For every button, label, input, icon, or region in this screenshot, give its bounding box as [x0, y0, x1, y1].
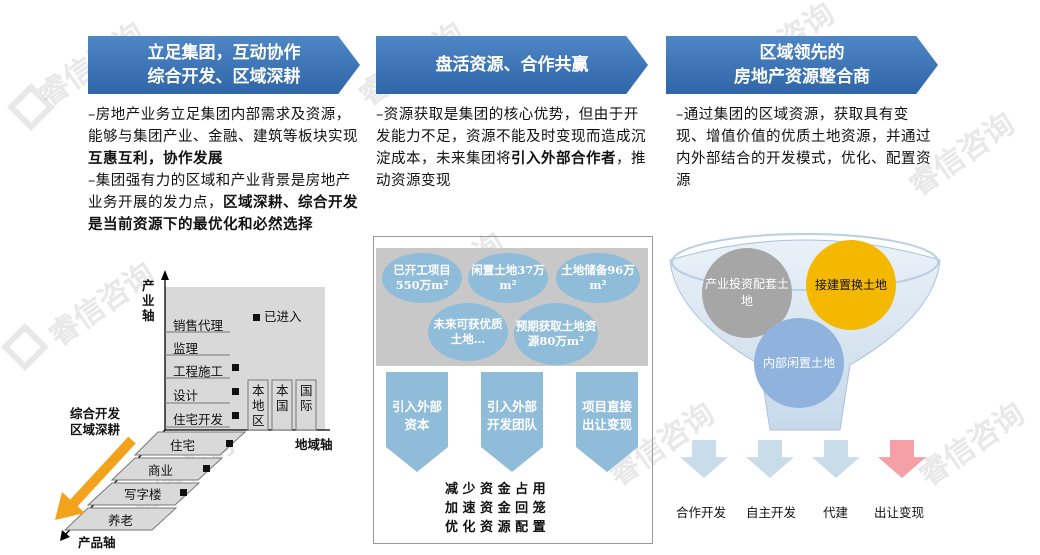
entered-marker-icon: [232, 364, 239, 371]
region-label: 国际: [300, 383, 313, 413]
industry-label: 工程施工: [173, 364, 224, 379]
y-axis-label: 产业轴: [142, 278, 155, 323]
bubble-expected-land: 预期获取土地资源80万m²: [514, 303, 598, 365]
z-axis-label: 产品轴: [78, 535, 116, 550]
industry-label: 住宅开发: [173, 412, 224, 427]
legend-text: 已进入: [263, 309, 302, 324]
benefit-line: 优 化 资 源 配 置: [445, 520, 546, 535]
col3-text: –通过集团的区域资源，获取具有变现、增值价值的优质土地资源，并通过内外部结合的开…: [676, 104, 938, 192]
bubble-future-land: 未来可获优质土地…: [428, 303, 508, 361]
axis-lines: [55, 270, 330, 541]
industry-label: 设计: [173, 388, 199, 403]
outcome-label: 出让变现: [874, 505, 925, 520]
col1-text: –房地产业务立足集团内部需求及资源，能够与集团产业、金融、建筑等板块实现互惠互利…: [88, 104, 363, 236]
legend-marker-icon: [253, 314, 260, 321]
entered-marker-icon: [232, 412, 239, 419]
banner-line: 立足集团，互动协作: [147, 43, 301, 63]
entered-marker-icon: [232, 388, 239, 395]
region-label: 本地区: [252, 383, 265, 428]
product-label: 住宅: [170, 438, 196, 453]
diag-label: 综合开发: [70, 406, 121, 421]
entered-marker-icon: [203, 465, 210, 472]
text-body: –集团强有力的区域和产业背景是房地产业务开展的发力点，: [88, 173, 351, 211]
benefit-line: 加 速 资 金 回 笼: [445, 501, 546, 516]
outcome-label: 代建: [823, 505, 849, 520]
industry-label: 监理: [173, 341, 199, 356]
circle-swap-land: 接建置换土地: [806, 240, 896, 330]
legend: 已进入: [253, 306, 302, 325]
banner-line: 盘活资源、合作共赢: [435, 55, 589, 75]
outcome-label: 合作开发: [676, 505, 727, 520]
text-body: ，推动资源变现: [376, 151, 646, 189]
benefit-line: 减 少 资 金 占 用: [445, 482, 546, 497]
col2-text: –资源获取是集团的核心优势，但由于开发能力不足，资源不能及时变现而造成沉淀成本，…: [376, 104, 648, 192]
text-bold: 区域深耕、综合开发是当前资源下的最优化和必然选择: [88, 194, 358, 233]
banner-line: 房地产资源整合商: [734, 67, 870, 87]
text-bold: 互惠互利，协作发展: [88, 150, 223, 167]
text-bold: 引入外部合作者: [511, 150, 616, 167]
text-body: –资源获取是集团的核心优势，但由于开发能力不足，资源不能及时变现而造成沉淀成本，…: [376, 107, 646, 167]
product-label: 写字楼: [124, 487, 162, 502]
text-body: –通过集团的区域资源，获取具有变现、增值价值的优质土地资源，并通过内外部结合的开…: [676, 107, 931, 189]
x-axis-label: 地域轴: [295, 437, 333, 452]
product-label: 养老: [108, 513, 134, 528]
entered-marker-icon: [180, 489, 187, 496]
industry-label: 销售代理: [173, 318, 224, 333]
product-label: 商业: [148, 463, 174, 478]
banner-line: 区域领先的: [759, 43, 845, 63]
diag-label: 区域深耕: [70, 422, 121, 437]
circle-idle-land: 内部闲置土地: [754, 318, 844, 408]
banner-revitalize-resources: 盘活资源、合作共赢: [376, 36, 648, 94]
entered-marker-icon: [226, 440, 233, 447]
text-body: –房地产业务立足集团内部需求及资源，能够与集团产业、金融、建筑等板块实现: [88, 107, 358, 145]
banner-line: 综合开发、区域深耕: [147, 67, 301, 87]
region-label: 本国: [276, 383, 289, 413]
banner-resource-integrator: 区域领先的 房地产资源整合商: [666, 36, 938, 94]
arrow-down-icon: [746, 440, 794, 478]
arrow-down-icon: [812, 440, 860, 478]
bubble-started-projects: 已开工项目550万m²: [382, 253, 462, 303]
bubble-land-reserve: 土地储备96万m²: [556, 253, 640, 303]
bubble-idle-land: 闲置土地37万m²: [468, 253, 548, 303]
banner-integrated-development: 立足集团，互动协作 综合开发、区域深耕: [88, 36, 360, 94]
resource-panel: [373, 236, 653, 544]
outcome-label: 自主开发: [746, 505, 797, 520]
